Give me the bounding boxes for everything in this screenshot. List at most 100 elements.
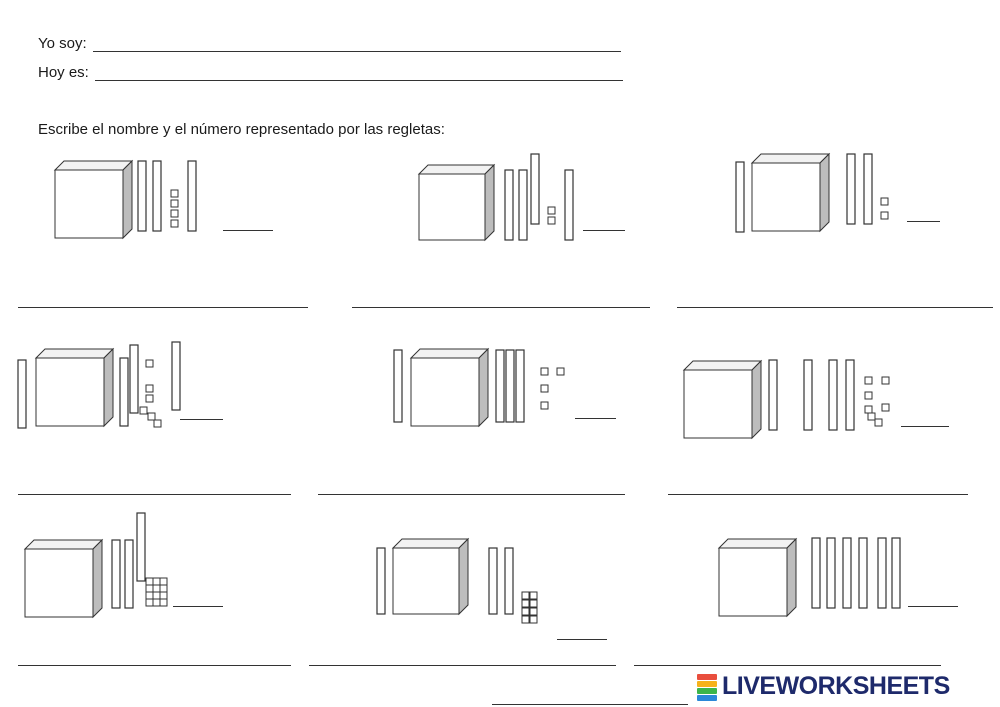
number-answer-4[interactable]	[180, 419, 223, 420]
ten-rod-4-2	[129, 344, 139, 414]
unit-cube-8-7	[529, 615, 538, 624]
ten-rod-1-1	[152, 160, 162, 232]
ten-rod-9-4	[877, 537, 887, 609]
unit-cube-8-3	[529, 599, 538, 608]
unit-cube-7-2	[159, 577, 168, 586]
logo-badge-icon	[697, 673, 717, 701]
ten-rod-2-2	[530, 153, 540, 225]
ten-rod-6-2	[828, 359, 838, 431]
unit-cube-7-8	[159, 591, 168, 600]
name-answer-1[interactable]	[18, 307, 308, 308]
name-answer-5[interactable]	[318, 494, 625, 495]
unit-cube-7-4	[152, 584, 161, 593]
name-input-line[interactable]	[92, 39, 621, 52]
unit-cube-6-2	[864, 391, 873, 400]
footer-line	[492, 704, 688, 705]
cube-top-5	[409, 348, 490, 359]
ten-rod-8-0	[376, 547, 386, 615]
ten-rod-4-0	[17, 359, 27, 429]
unit-cube-6-3	[881, 403, 890, 412]
number-answer-7[interactable]	[173, 606, 223, 607]
number-answer-6[interactable]	[901, 426, 949, 427]
ten-rod-9-1	[826, 537, 836, 609]
unit-cube-7-9	[145, 598, 154, 607]
unit-cube-2-1	[547, 216, 556, 225]
ten-rod-8-2	[504, 547, 514, 615]
name-answer-2[interactable]	[352, 307, 650, 308]
logo-badge-v	[697, 687, 717, 694]
date-input-line[interactable]	[94, 68, 623, 81]
logo-text: LIVEWORKSHEETS	[722, 672, 950, 700]
unit-cube-7-7	[152, 591, 161, 600]
unit-cube-8-6	[521, 615, 530, 624]
hundred-cube-3	[751, 162, 821, 232]
ten-rod-2-0	[504, 169, 514, 241]
cube-top-3	[750, 153, 831, 164]
name-field[interactable]: Yo soy:	[38, 35, 621, 52]
number-answer-2[interactable]	[583, 230, 625, 231]
unit-cube-3-0	[880, 197, 889, 206]
ten-rod-1-2	[187, 160, 197, 232]
name-answer-3[interactable]	[677, 307, 993, 308]
logo-badge-e	[697, 694, 717, 701]
ten-rod-9-3	[858, 537, 868, 609]
ten-rod-5-2	[505, 349, 515, 423]
ten-rod-5-1	[495, 349, 505, 423]
hundred-cube-7	[24, 548, 94, 618]
ten-rod-4-1	[119, 357, 129, 427]
name-answer-7[interactable]	[18, 665, 291, 666]
cube-side-8	[458, 537, 469, 616]
ten-rod-2-1	[518, 169, 528, 241]
cube-top-8	[391, 538, 470, 549]
number-answer-3[interactable]	[907, 221, 940, 222]
unit-cube-8-2	[521, 599, 530, 608]
cube-side-2	[484, 163, 495, 242]
unit-cube-7-1	[152, 577, 161, 586]
unit-cube-4-3	[139, 406, 148, 415]
ten-rod-8-1	[488, 547, 498, 615]
logo-badge-i	[697, 680, 717, 687]
unit-cube-1-2	[170, 209, 179, 218]
unit-cube-6-4	[864, 405, 873, 414]
name-answer-6[interactable]	[668, 494, 968, 495]
unit-cube-7-10	[152, 598, 161, 607]
ten-rod-6-0	[768, 359, 778, 431]
name-answer-4[interactable]	[18, 494, 291, 495]
ten-rod-7-0	[111, 539, 121, 609]
unit-cube-8-1	[529, 591, 538, 600]
ten-rod-5-3	[515, 349, 525, 423]
ten-rod-2-3	[564, 169, 574, 241]
cube-side-6	[751, 359, 762, 440]
ten-rod-3-2	[863, 153, 873, 225]
cube-side-4	[103, 347, 114, 428]
unit-cube-6-0	[864, 376, 873, 385]
date-field[interactable]: Hoy es:	[38, 64, 623, 81]
ten-rod-6-1	[803, 359, 813, 431]
unit-cube-7-3	[145, 584, 154, 593]
number-answer-8[interactable]	[557, 639, 607, 640]
ten-rod-3-0	[735, 161, 745, 233]
cube-top-9	[717, 538, 798, 549]
unit-cube-4-0	[145, 359, 154, 368]
ten-rod-3-1	[846, 153, 856, 225]
hundred-cube-2	[418, 173, 486, 241]
name-answer-8[interactable]	[309, 665, 616, 666]
cube-top-2	[417, 164, 496, 175]
unit-cube-5-1	[556, 367, 565, 376]
cube-top-4	[34, 348, 115, 359]
cube-top-6	[682, 360, 763, 371]
name-answer-9[interactable]	[634, 665, 941, 666]
cube-side-1	[122, 159, 133, 240]
unit-cube-4-5	[153, 419, 162, 428]
number-answer-5[interactable]	[575, 418, 616, 419]
number-answer-9[interactable]	[908, 606, 958, 607]
ten-rod-7-2	[136, 512, 146, 582]
logo-badge-l	[697, 673, 717, 680]
unit-cube-7-0	[145, 577, 154, 586]
unit-cube-8-0	[521, 591, 530, 600]
ten-rod-9-5	[891, 537, 901, 609]
hundred-cube-4	[35, 357, 105, 427]
instructions-text: Escribe el nombre y el número representa…	[38, 121, 445, 138]
number-answer-1[interactable]	[223, 230, 273, 231]
